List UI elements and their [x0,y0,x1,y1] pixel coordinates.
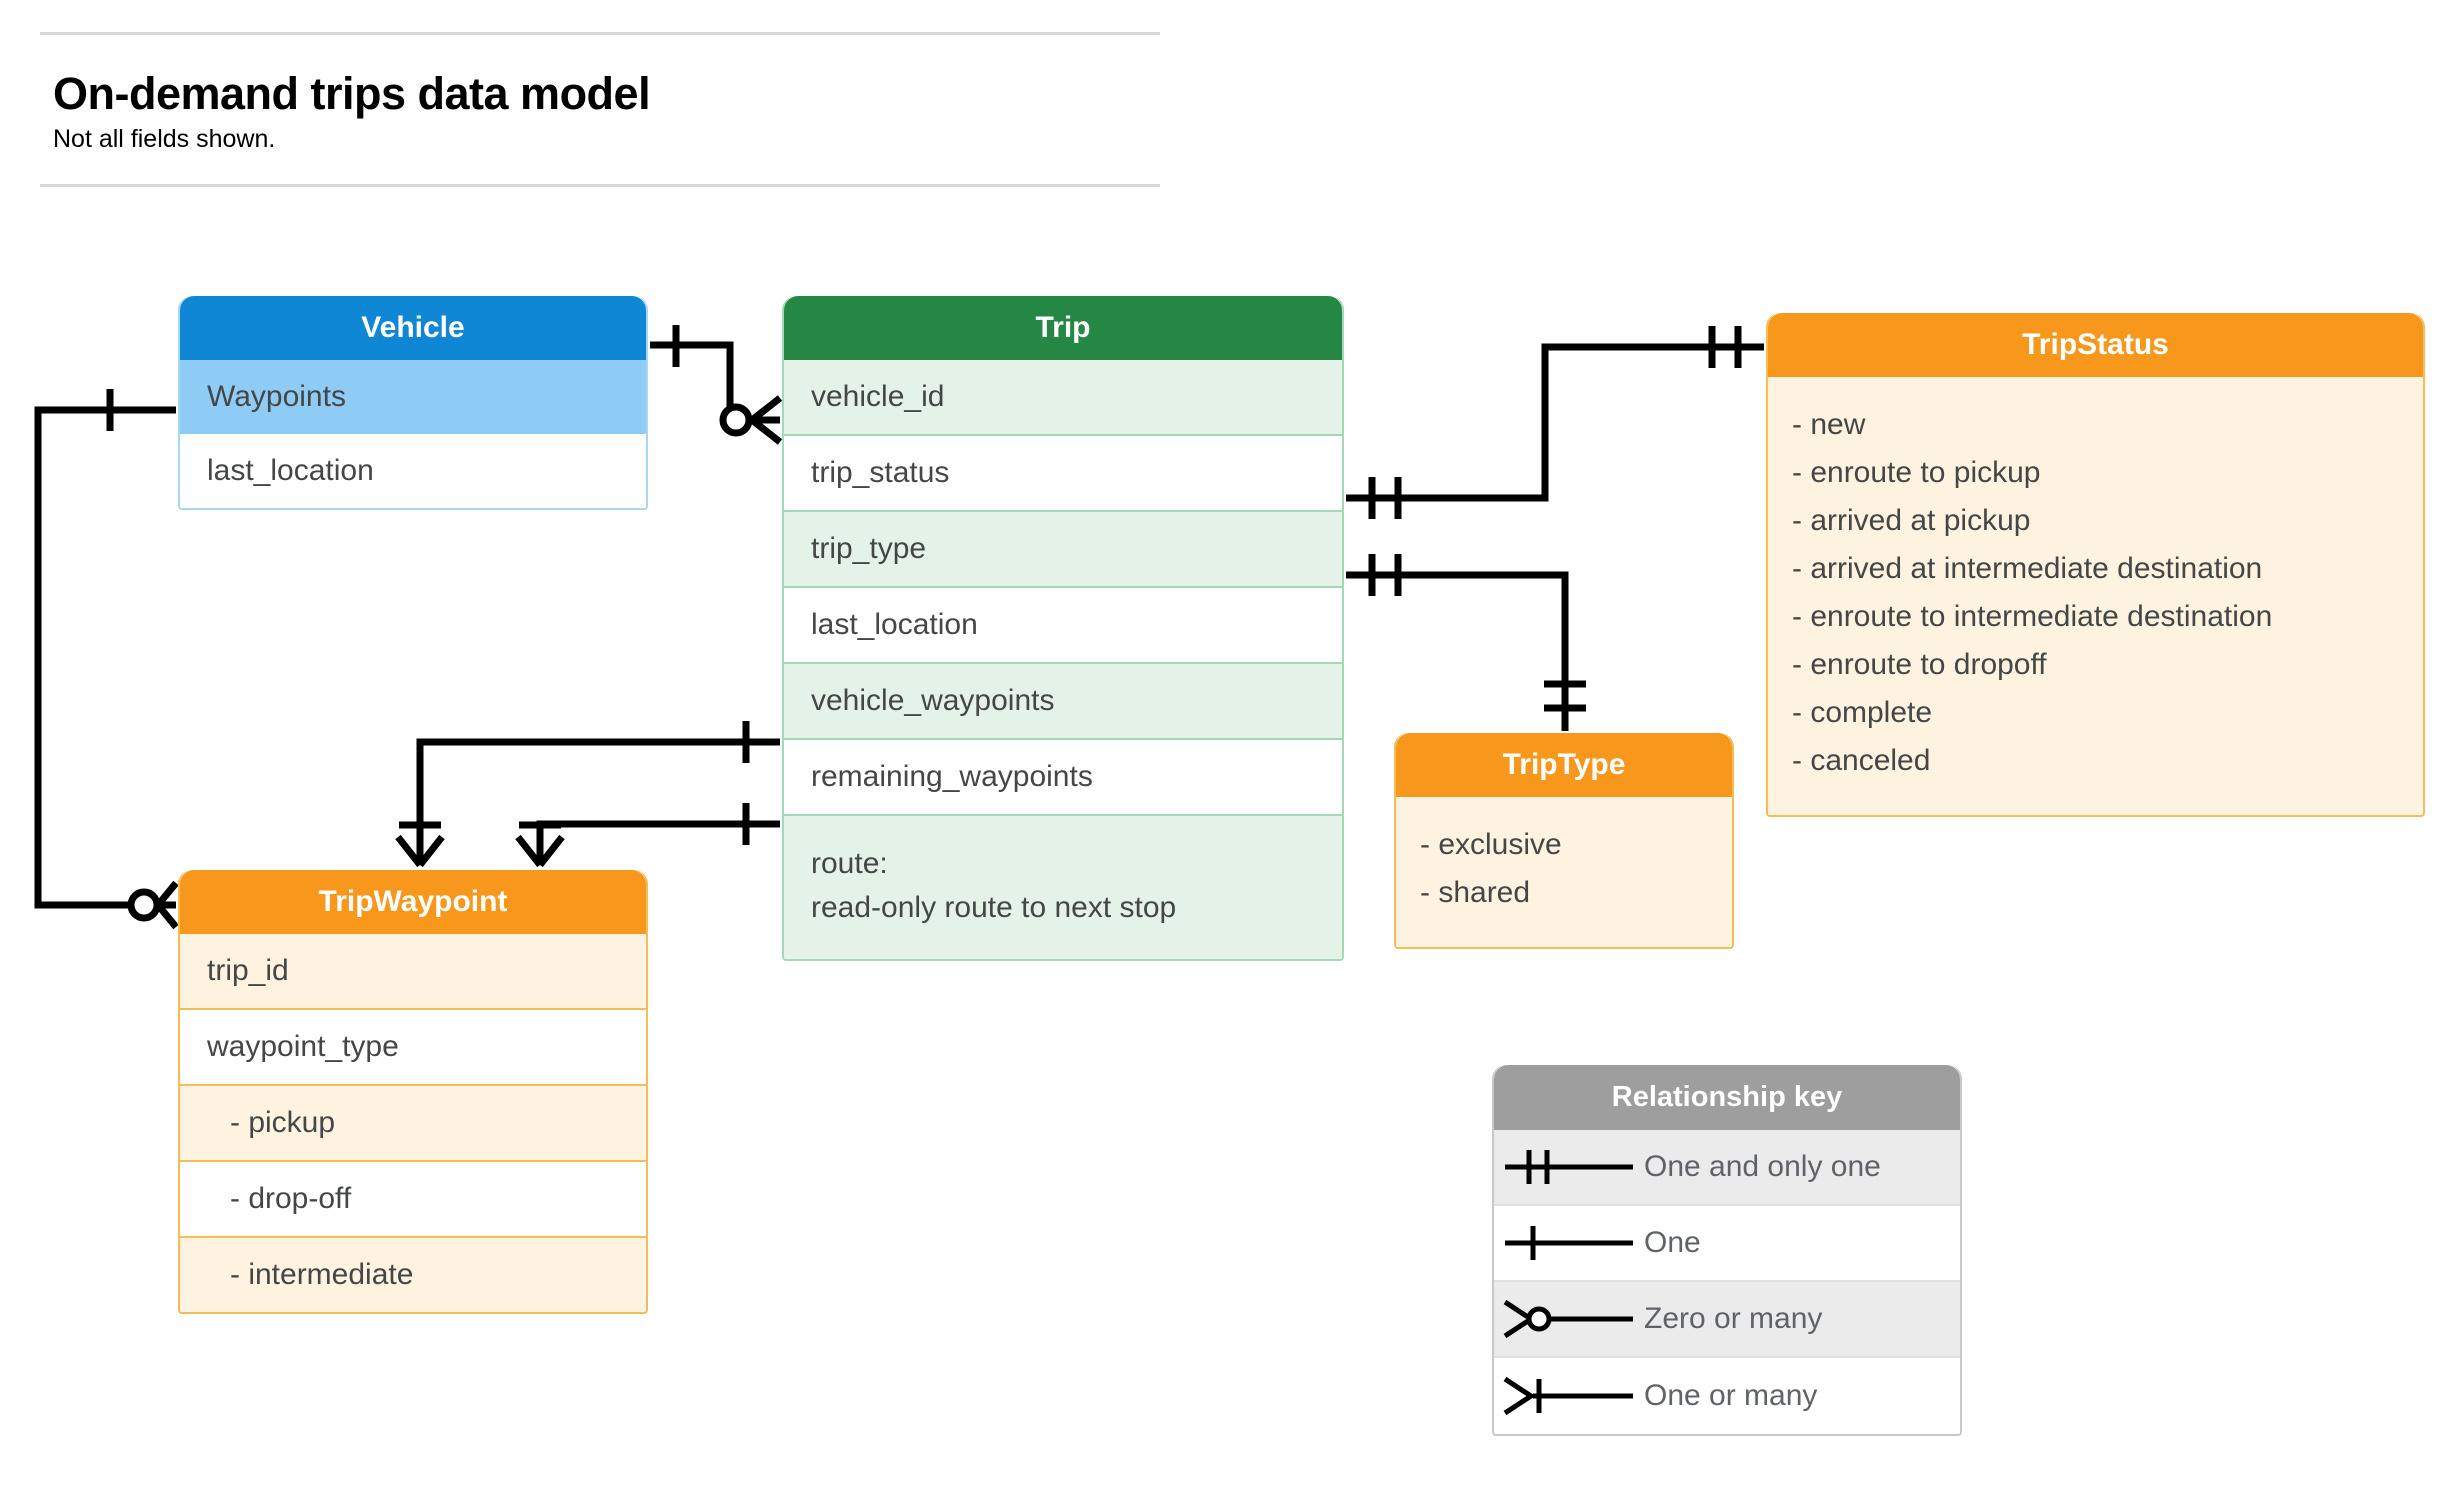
field-tripwaypoint-waypoint-type[interactable]: waypoint_type [180,1010,646,1086]
field-trip-remaining-waypoints[interactable]: remaining_waypoints [784,740,1342,816]
entity-tripwaypoint[interactable]: TripWaypoint trip_id waypoint_type - pic… [178,870,648,1314]
entity-tripwaypoint-title: TripWaypoint [180,870,646,934]
key-row-one-and-only-one: One and only one [1494,1130,1960,1206]
enum-tripstatus-arrived-pickup: - arrived at pickup [1792,504,2031,537]
enum-tripstatus-new: - new [1792,408,1866,441]
one-icon [1494,1220,1644,1266]
field-trip-vehicle-waypoints[interactable]: vehicle_waypoints [784,664,1342,740]
entity-trip-title: Trip [784,296,1342,360]
key-label-one-and-only-one: One and only one [1644,1150,1881,1183]
entity-vehicle[interactable]: Vehicle Waypoints last_location [178,296,648,510]
field-trip-last-location[interactable]: last_location [784,588,1342,664]
key-label-one: One [1644,1226,1701,1259]
field-trip-trip-type[interactable]: trip_type [784,512,1342,588]
header-rule-top [40,32,1160,35]
entity-vehicle-fields: Waypoints last_location [180,360,646,508]
enum-waypointtype-intermediate: - intermediate [180,1238,646,1312]
entity-triptype-title: TripType [1396,733,1732,797]
enum-tripstatus-arrived-intermediate: - arrived at intermediate destination [1792,552,2263,585]
field-tripwaypoint-trip-id[interactable]: trip_id [180,934,646,1010]
enum-tripstatus-complete: - complete [1792,696,1933,729]
page-title: On-demand trips data model [53,68,651,119]
entity-tripstatus-title: TripStatus [1768,313,2423,377]
field-vehicle-last-location[interactable]: last_location [180,434,646,508]
enum-tripstatus-enroute-intermediate: - enroute to intermediate destination [1792,600,2273,633]
entity-triptype[interactable]: TripType - exclusive - shared [1394,733,1734,949]
entity-tripwaypoint-fields: trip_id waypoint_type - pickup - drop-of… [180,934,646,1312]
connector-trip-type-to-triptype [1346,571,1569,731]
key-row-one-or-many: One or many [1494,1358,1960,1434]
one-and-only-one-icon [1494,1144,1644,1190]
connector-trip-status-to-tripstatus [1346,343,1764,502]
key-row-zero-or-many: Zero or many [1494,1282,1960,1358]
relationship-key-legend: Relationship key One and only one One [1492,1065,1962,1436]
page-subtitle: Not all fields shown. [53,125,276,154]
entity-trip-fields: vehicle_id trip_status trip_type last_lo… [784,360,1342,959]
document-header: On-demand trips data model Not all field… [40,32,1160,188]
field-vehicle-waypoints[interactable]: Waypoints [180,360,646,434]
entity-triptype-values: - exclusive - shared [1396,797,1732,947]
enum-waypointtype-drop-off: - drop-off [180,1162,646,1238]
connector-vehicle-waypoints-field [416,738,780,865]
enum-tripstatus-canceled: - canceled [1792,744,1931,777]
enum-triptype-exclusive: - exclusive [1420,828,1562,861]
relationship-key-title: Relationship key [1494,1065,1960,1130]
enum-tripstatus-enroute-pickup: - enroute to pickup [1792,456,2041,489]
field-trip-route[interactable]: route: read-only route to next stop [784,816,1342,959]
key-label-zero-or-many: Zero or many [1644,1302,1823,1335]
connector-vehicle-waypoints-to-tripwaypoint [34,406,176,909]
enum-waypointtype-pickup: - pickup [180,1086,646,1162]
zero-or-many-icon [1494,1296,1644,1342]
enum-tripstatus-enroute-dropoff: - enroute to dropoff [1792,648,2047,681]
entity-trip[interactable]: Trip vehicle_id trip_status trip_type la… [782,296,1344,961]
field-trip-trip-status[interactable]: trip_status [784,436,1342,512]
one-or-many-icon [1494,1373,1644,1419]
entity-tripstatus[interactable]: TripStatus - new - enroute to pickup - a… [1766,313,2425,817]
key-label-one-or-many: One or many [1644,1379,1818,1412]
enum-triptype-shared: - shared [1420,876,1531,909]
field-trip-route-description: read-only route to next stop [811,890,1177,924]
field-trip-vehicle-id[interactable]: vehicle_id [784,360,1342,436]
key-row-one: One [1494,1206,1960,1282]
connector-remaining-waypoints-field [536,820,780,865]
field-trip-route-label: route: [811,847,888,880]
connector-vehicle-to-trip [650,341,780,424]
entity-vehicle-title: Vehicle [180,296,646,360]
header-rule-bottom [40,184,1160,188]
entity-tripstatus-values: - new - enroute to pickup - arrived at p… [1768,377,2423,815]
